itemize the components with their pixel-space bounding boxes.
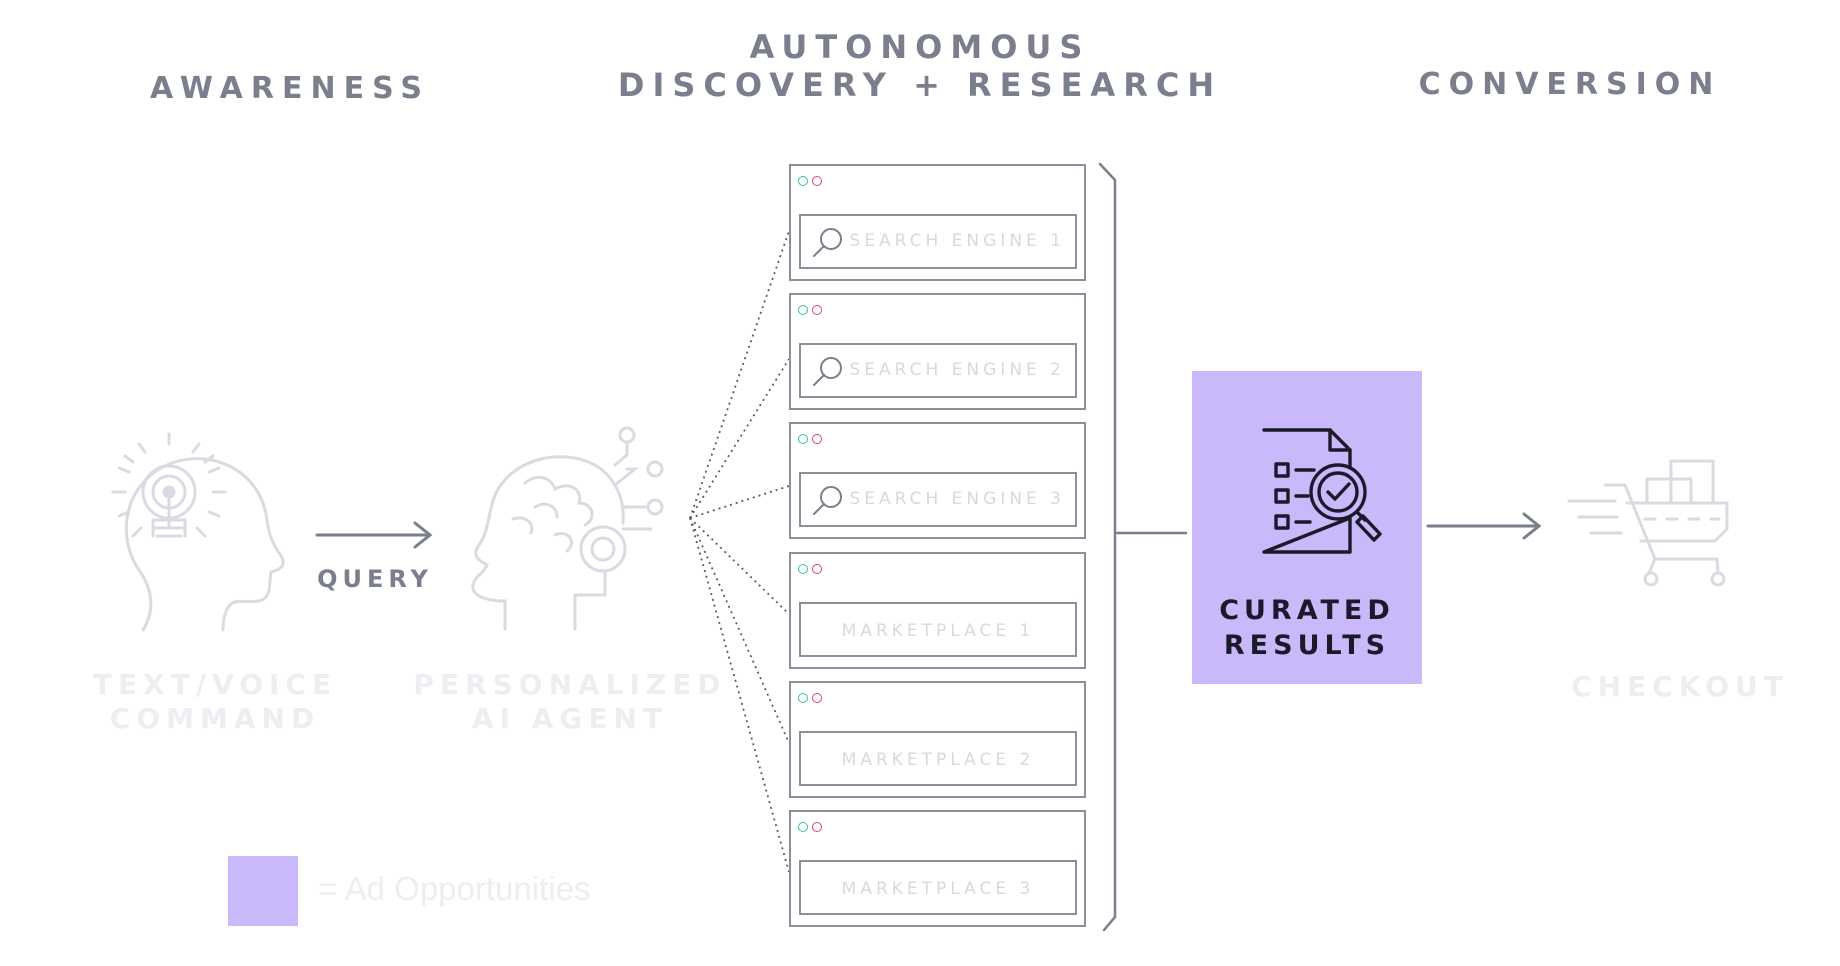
text-voice-command-label: TEXT/VOICE COMMAND (92, 668, 338, 735)
checkout-label: CHECKOUT (1571, 670, 1789, 703)
window-dot-green (798, 434, 808, 444)
browser-window-marketplace-1: MARKETPLACE 1 (789, 552, 1086, 669)
personalized-ai-agent-label: PERSONALIZED AI AGENT (413, 668, 727, 735)
source-label: MARKETPLACE 2 (841, 750, 1035, 770)
stage-title-conversion: CONVERSION (1418, 67, 1722, 102)
search-field[interactable]: SEARCH ENGINE 3 (799, 472, 1077, 527)
shopping-cart-icon (1567, 459, 1729, 587)
marketplace-field[interactable]: MARKETPLACE 3 (799, 860, 1077, 915)
source-label: SEARCH ENGINE 2 (849, 360, 1065, 380)
stage-title-awareness: AWARENESS (150, 71, 430, 106)
browser-window-search-engine-2: SEARCH ENGINE 2 (789, 293, 1086, 410)
head-lightbulb-icon (111, 432, 285, 632)
source-label: MARKETPLACE 3 (841, 879, 1035, 899)
query-arrow (315, 521, 433, 549)
query-label: QUERY (317, 565, 433, 593)
checkout-arrow (1426, 512, 1542, 540)
search-field[interactable]: SEARCH ENGINE 1 (799, 214, 1077, 269)
window-dot-red (812, 434, 822, 444)
marketplace-field[interactable]: MARKETPLACE 1 (799, 602, 1077, 657)
window-dot-green (798, 176, 808, 186)
source-label: MARKETPLACE 1 (841, 621, 1035, 641)
window-dot-green (798, 822, 808, 832)
browser-window-search-engine-1: SEARCH ENGINE 1 (789, 164, 1086, 281)
curated-results-label: CURATED RESULTS (1219, 595, 1395, 661)
window-dot-red (812, 564, 822, 574)
window-dot-red (812, 176, 822, 186)
search-field[interactable]: SEARCH ENGINE 2 (799, 343, 1077, 398)
stage-title-discovery: AUTONOMOUS DISCOVERY + RESEARCH (617, 28, 1223, 104)
magnifier-icon (813, 357, 842, 386)
legend-swatch (228, 856, 298, 926)
window-dot-green (798, 693, 808, 703)
magnifier-icon (813, 228, 842, 257)
window-dot-green (798, 305, 808, 315)
browser-window-search-engine-3: SEARCH ENGINE 3 (789, 422, 1086, 539)
window-dot-red (812, 693, 822, 703)
legend-text: = Ad Opportunities (318, 870, 591, 907)
window-dot-red (812, 305, 822, 315)
browser-window-marketplace-3: MARKETPLACE 3 (789, 810, 1086, 927)
document-magnifier-check-icon (1262, 428, 1382, 554)
magnifier-icon (813, 486, 842, 515)
source-label: SEARCH ENGINE 1 (849, 231, 1065, 251)
window-dot-red (812, 822, 822, 832)
browser-window-marketplace-2: MARKETPLACE 2 (789, 681, 1086, 798)
marketplace-field[interactable]: MARKETPLACE 2 (799, 731, 1077, 786)
curated-results-box: CURATED RESULTS (1192, 371, 1422, 684)
window-dot-green (798, 564, 808, 574)
source-label: SEARCH ENGINE 3 (849, 489, 1065, 509)
ai-agent-head-icon (471, 426, 664, 631)
